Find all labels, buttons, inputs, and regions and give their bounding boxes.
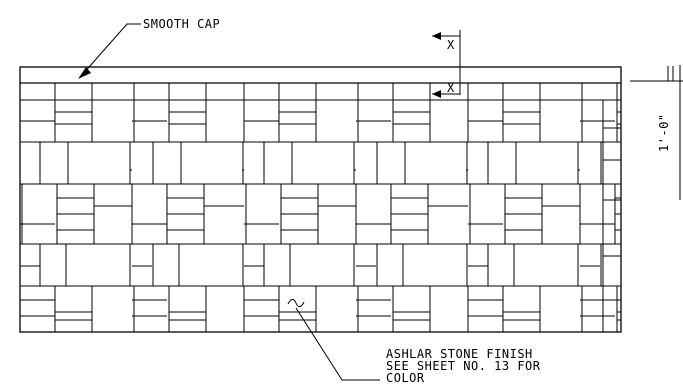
smooth-cap-label: SMOOTH CAP bbox=[143, 17, 220, 31]
section-cut-marker: X X bbox=[432, 30, 461, 98]
wall-outline bbox=[19, 66, 622, 333]
section-letter-bottom: X bbox=[447, 81, 455, 95]
finish-callout-line-2: SEE SHEET NO. 13 FOR bbox=[386, 359, 541, 373]
height-dimension: 1'-0" bbox=[630, 65, 683, 200]
finish-marker-squiggle bbox=[287, 298, 305, 308]
finish-callout-line-1: ASHLAR STONE FINISH bbox=[386, 347, 533, 361]
section-bottom-arrowhead bbox=[432, 90, 441, 98]
smooth-cap-arrowhead bbox=[78, 67, 91, 79]
finish-leader bbox=[295, 307, 380, 381]
finish-callout-line-3: COLOR bbox=[386, 371, 425, 385]
dimension-height-label: 1'-0" bbox=[657, 113, 671, 152]
stone-finish-callout: ASHLAR STONE FINISH SEE SHEET NO. 13 FOR… bbox=[287, 298, 541, 385]
smooth-cap-callout: SMOOTH CAP bbox=[78, 17, 220, 79]
ashlar-stone-pattern bbox=[20, 83, 621, 332]
smooth-cap-leader bbox=[81, 23, 141, 76]
wall-boundary bbox=[19, 66, 622, 333]
section-top-arrowhead bbox=[432, 32, 441, 40]
section-letter-top: X bbox=[447, 38, 455, 52]
